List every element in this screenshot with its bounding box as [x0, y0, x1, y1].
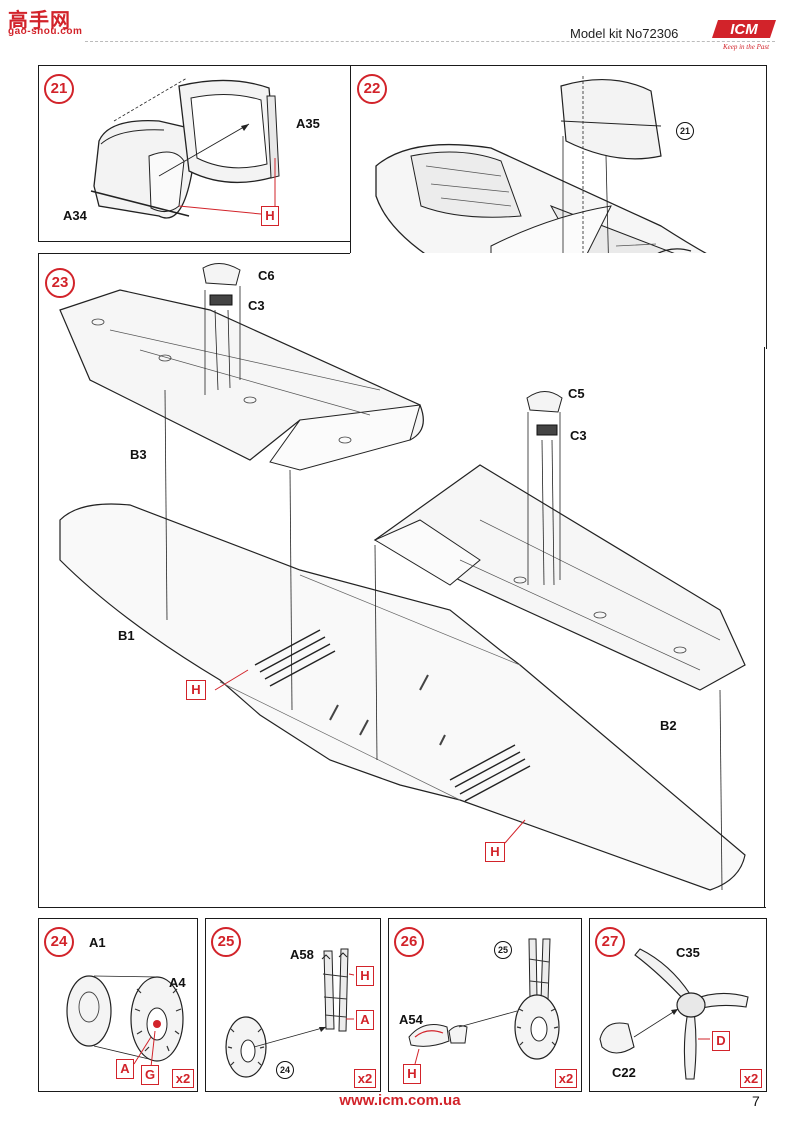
part-a1: A1	[89, 935, 106, 950]
step-21-drawing	[90, 77, 280, 219]
part-a34: A34	[63, 208, 87, 223]
part-c35: C35	[676, 945, 700, 960]
part-b2: B2	[660, 718, 677, 733]
quantity-x2: x2	[354, 1069, 376, 1088]
header-rule	[85, 41, 775, 42]
part-c5: C5	[568, 386, 585, 401]
quantity-x2: x2	[172, 1069, 194, 1088]
ref-step-21: 21	[676, 122, 694, 140]
callout-a: A	[356, 1010, 374, 1030]
step-23-right-edge	[764, 347, 765, 908]
part-b1: B1	[118, 628, 135, 643]
step-26-panel: 26 25 A54 H x2	[388, 918, 582, 1092]
callout-h: H	[403, 1064, 421, 1084]
part-c3-left: C3	[248, 298, 265, 313]
part-c3-right: C3	[570, 428, 587, 443]
quantity-x2: x2	[555, 1069, 577, 1088]
quantity-x2: x2	[740, 1069, 762, 1088]
step-25-panel: 25 A58 H A 24 x2	[205, 918, 381, 1092]
part-a4: A4	[169, 975, 186, 990]
step-number: 23	[45, 268, 75, 298]
step-24-drawing	[66, 975, 184, 1068]
ref-step-25: 25	[494, 941, 512, 959]
ref-step-24: 24	[276, 1061, 294, 1079]
callout-h-left: H	[186, 680, 206, 700]
callout-h: H	[261, 206, 279, 226]
watermark-logo: 高手网	[8, 10, 71, 32]
step-21-panel: 21 A35 A34 H	[38, 65, 365, 242]
callout-d: D	[712, 1031, 730, 1051]
icm-logo: ICM Keep in the Past	[712, 14, 784, 54]
step-number: 26	[394, 927, 424, 957]
page-number: 7	[752, 1093, 760, 1109]
logo-tagline: Keep in the Past	[722, 43, 770, 51]
part-c6: C6	[258, 268, 275, 283]
part-c22: C22	[612, 1065, 636, 1080]
callout-h-right: H	[485, 842, 505, 862]
kit-number: Model kit No72306	[570, 26, 679, 41]
step-27-panel: 27 C35 D C22 x2	[589, 918, 767, 1092]
step-26-drawing	[408, 938, 560, 1065]
step-24-panel: 24 A1 A4 A G x2	[38, 918, 198, 1092]
step-25-drawing	[225, 948, 355, 1078]
callout-a: A	[116, 1059, 134, 1079]
step-number: 22	[357, 74, 387, 104]
part-b3: B3	[130, 447, 147, 462]
callout-g: G	[141, 1065, 159, 1085]
logo-text: ICM	[730, 21, 758, 38]
part-a54: A54	[399, 1012, 423, 1027]
website-url[interactable]: www.icm.com.ua	[339, 1092, 461, 1109]
part-a35: A35	[296, 116, 320, 131]
step-number: 21	[44, 74, 74, 104]
step-23-top-edge	[38, 253, 350, 254]
watermark-site: gao-shou.com	[8, 26, 83, 37]
part-a58: A58	[290, 947, 314, 962]
step-27-drawing	[599, 948, 749, 1080]
step-number: 27	[595, 927, 625, 957]
callout-h: H	[356, 966, 374, 986]
step-number: 24	[44, 927, 74, 957]
step-number: 25	[211, 927, 241, 957]
